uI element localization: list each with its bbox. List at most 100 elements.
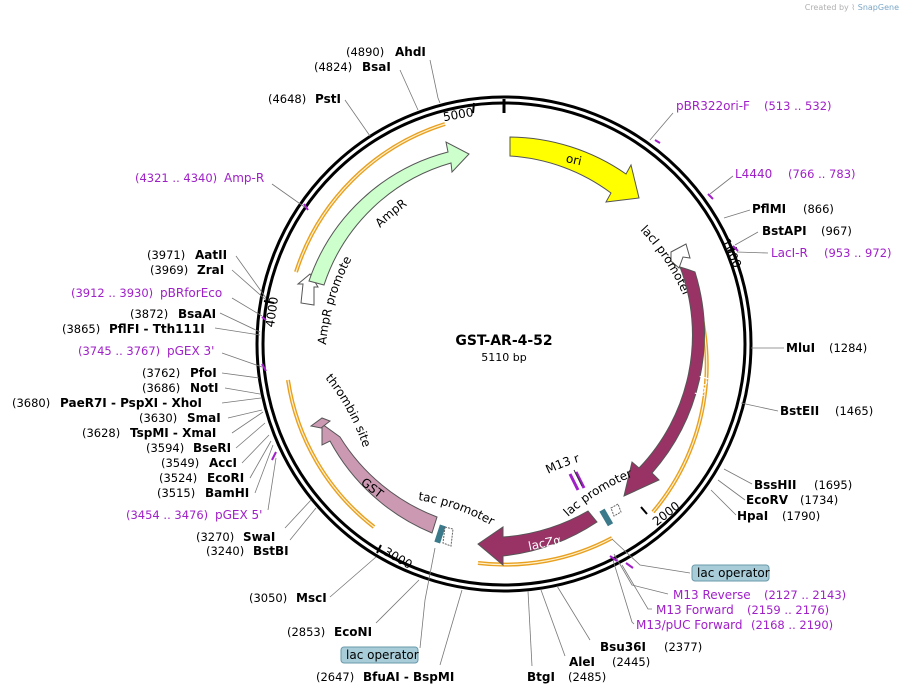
site-PflFI-name: PflFI - Tth111I [109, 322, 205, 336]
site-BseRI[interactable]: (3594) BseRI [146, 441, 231, 455]
primer-pBR322ori-F[interactable]: pBR322ori-F (513 .. 532) [676, 99, 832, 113]
thrombin-site-arrow[interactable] [309, 417, 332, 429]
site-Bsu36I[interactable]: Bsu36I (2377) [600, 640, 702, 654]
site-SwaI-name: SwaI [243, 530, 275, 544]
site-BamHI[interactable]: (3515) BamHI [157, 486, 249, 500]
primer-pGEX3-range: (3745 .. 3767) [78, 344, 160, 358]
lacI-promoter-arrow[interactable] [670, 243, 691, 269]
site-BsaAI-pos: (3872) [130, 307, 168, 321]
site-MscI-name: MscI [296, 591, 327, 605]
primer-M13-pUC-Forward[interactable]: M13/pUC Forward (2168 .. 2190) [636, 618, 833, 632]
lac-promoter-arrow[interactable] [610, 503, 622, 517]
leader-SmaI [227, 409, 263, 419]
site-MscI-pos: (3050) [249, 591, 287, 605]
site-BstBI-pos: (3240) [206, 544, 244, 558]
leader-pBR322ori-F [649, 112, 674, 141]
site-EcoRI[interactable]: (3524) EcoRI [159, 471, 244, 485]
site-EcoRV[interactable]: EcoRV (1734) [746, 493, 838, 507]
lac-operator-badge-1[interactable]: lac operator [691, 564, 770, 582]
M13rev-primer-marks [568, 471, 586, 491]
feature-lacI[interactable]: lacI [623, 266, 712, 497]
primer-pBRforEco-name: pBRforEco [160, 286, 222, 300]
orf-arc-GST [286, 379, 376, 529]
site-PaeR7I-PspXI-XhoI[interactable]: (3680) PaeR7I - PspXI - XhoI [12, 396, 202, 410]
primer-pGEX3[interactable]: (3745 .. 3767) pGEX 3' [78, 344, 214, 358]
site-PflFI-Tth111I[interactable]: (3865) PflFI - Tth111I [62, 322, 205, 336]
site-PstI[interactable]: (4648) PstI [268, 92, 341, 106]
primer-mark-pBRforEco [261, 316, 267, 321]
site-BstAPI[interactable]: BstAPI (967) [762, 224, 852, 238]
lacI-arrow[interactable] [623, 266, 705, 497]
site-TspMI-pos: (3628) [82, 426, 120, 440]
ori-arrow[interactable] [509, 136, 640, 203]
site-HpaI-name: HpaI [737, 509, 768, 523]
site-BfuAI-BspMI[interactable]: (2647) BfuAI - BspMI [316, 670, 454, 684]
leader-AatII [235, 255, 267, 299]
site-BsaI[interactable]: (4824) BsaI [314, 60, 391, 74]
leader-AhdI [429, 59, 441, 104]
site-AhdI-name: AhdI [395, 45, 426, 59]
feature-M13rev[interactable]: M13 rev [0, 0, 586, 491]
site-EcoNI[interactable]: (2853) EcoNI [287, 625, 372, 639]
site-AatII[interactable]: (3971) AatII [147, 248, 227, 262]
site-BstEII-pos: (1465) [835, 404, 873, 418]
leader-EcoNI [375, 579, 420, 624]
leader-M13-Forward [621, 564, 652, 610]
lac-operator-badge-2-box [340, 646, 419, 664]
primer-mark-pGEX3 [261, 363, 267, 372]
site-PflMI[interactable]: PflMI (866) [752, 202, 834, 216]
primer-pGEX5[interactable]: (3454 .. 3476) pGEX 5' [126, 508, 262, 522]
site-BssHII-pos: (1695) [814, 478, 852, 492]
primer-M13-Reverse-range: (2127 .. 2143) [764, 588, 846, 602]
site-AleI[interactable]: AleI (2445) [569, 655, 650, 669]
primer-pBRforEco-range: (3912 .. 3930) [71, 286, 153, 300]
primer-Amp-R[interactable]: (4321 .. 4340) Amp-R [135, 171, 264, 185]
feature-AmpR[interactable]: AmpR [308, 141, 470, 286]
site-ZraI[interactable]: (3969) ZraI [150, 263, 224, 277]
leader-EcoRV [717, 479, 746, 501]
leader-BssHII [723, 468, 753, 485]
site-MluI[interactable]: MluI (1284) [786, 341, 867, 355]
site-SmaI[interactable]: (3630) SmaI [139, 411, 221, 425]
feature-lacZa[interactable]: lacZα [477, 510, 598, 567]
primer-L4440[interactable]: L4440 (766 .. 783) [735, 167, 856, 181]
primer-pBRforEco[interactable]: (3912 .. 3930) pBRforEco [71, 286, 222, 300]
site-BstBI[interactable]: (3240) BstBI [206, 544, 289, 558]
site-BtgI-pos: (2485) [568, 670, 606, 684]
primer-mark-Amp-R [303, 203, 309, 211]
site-HpaI[interactable]: HpaI (1790) [737, 509, 820, 523]
tac-promoter-arrow[interactable] [442, 526, 454, 547]
leader-M13-Reverse [613, 553, 669, 595]
lacZa-arrow[interactable] [477, 510, 598, 567]
site-BstEII[interactable]: BstEII (1465) [780, 404, 873, 418]
site-NotI[interactable]: (3686) NotI [142, 381, 219, 395]
site-SwaI[interactable]: (3270) SwaI [196, 530, 275, 544]
GST-arrow[interactable] [321, 423, 438, 534]
site-TspMI-XmaI[interactable]: (3628) TspMI - XmaI [82, 426, 216, 440]
M13rev-marker [573, 469, 583, 487]
AmpR-arrow[interactable] [308, 141, 470, 286]
site-PfoI[interactable]: (3762) PfoI [142, 366, 217, 380]
primer-LacI-R[interactable]: LacI-R (953 .. 972) [771, 246, 892, 260]
lac-operator-badge-2[interactable]: lac operator [340, 646, 419, 664]
feature-ori[interactable]: ori [509, 136, 640, 203]
site-BssHII[interactable]: BssHII (1695) [754, 478, 852, 492]
leader-ZraI [231, 269, 267, 301]
feature-thrombin-site[interactable]: thrombin site [309, 371, 374, 449]
primer-pBR322ori-F-range: (513 .. 532) [764, 99, 832, 113]
site-AhdI[interactable]: (4890) AhdI [346, 45, 426, 59]
primer-M13-Reverse[interactable]: M13 Reverse (2127 .. 2143) [673, 588, 846, 602]
feature-GST[interactable]: GST [321, 423, 438, 534]
primer-M13-Forward[interactable]: M13 Forward (2159 .. 2176) [656, 603, 829, 617]
tick-2000-mark [640, 506, 648, 515]
site-BtgI[interactable]: BtgI (2485) [527, 670, 606, 684]
site-EcoRV-pos: (1734) [800, 493, 838, 507]
site-AccI[interactable]: (3549) AccI [161, 456, 237, 470]
site-MscI[interactable]: (3050) MscI [249, 591, 327, 605]
lacI-label: lacI [693, 374, 712, 398]
site-BsaAI[interactable]: (3872) BsaAI [130, 307, 216, 321]
site-PflFI-pos: (3865) [62, 322, 100, 336]
site-Bsu36I-pos: (2377) [664, 640, 702, 654]
site-BstAPI-name: BstAPI [762, 224, 807, 238]
feature-lacI-promoter[interactable]: lacI promoter [638, 222, 694, 298]
